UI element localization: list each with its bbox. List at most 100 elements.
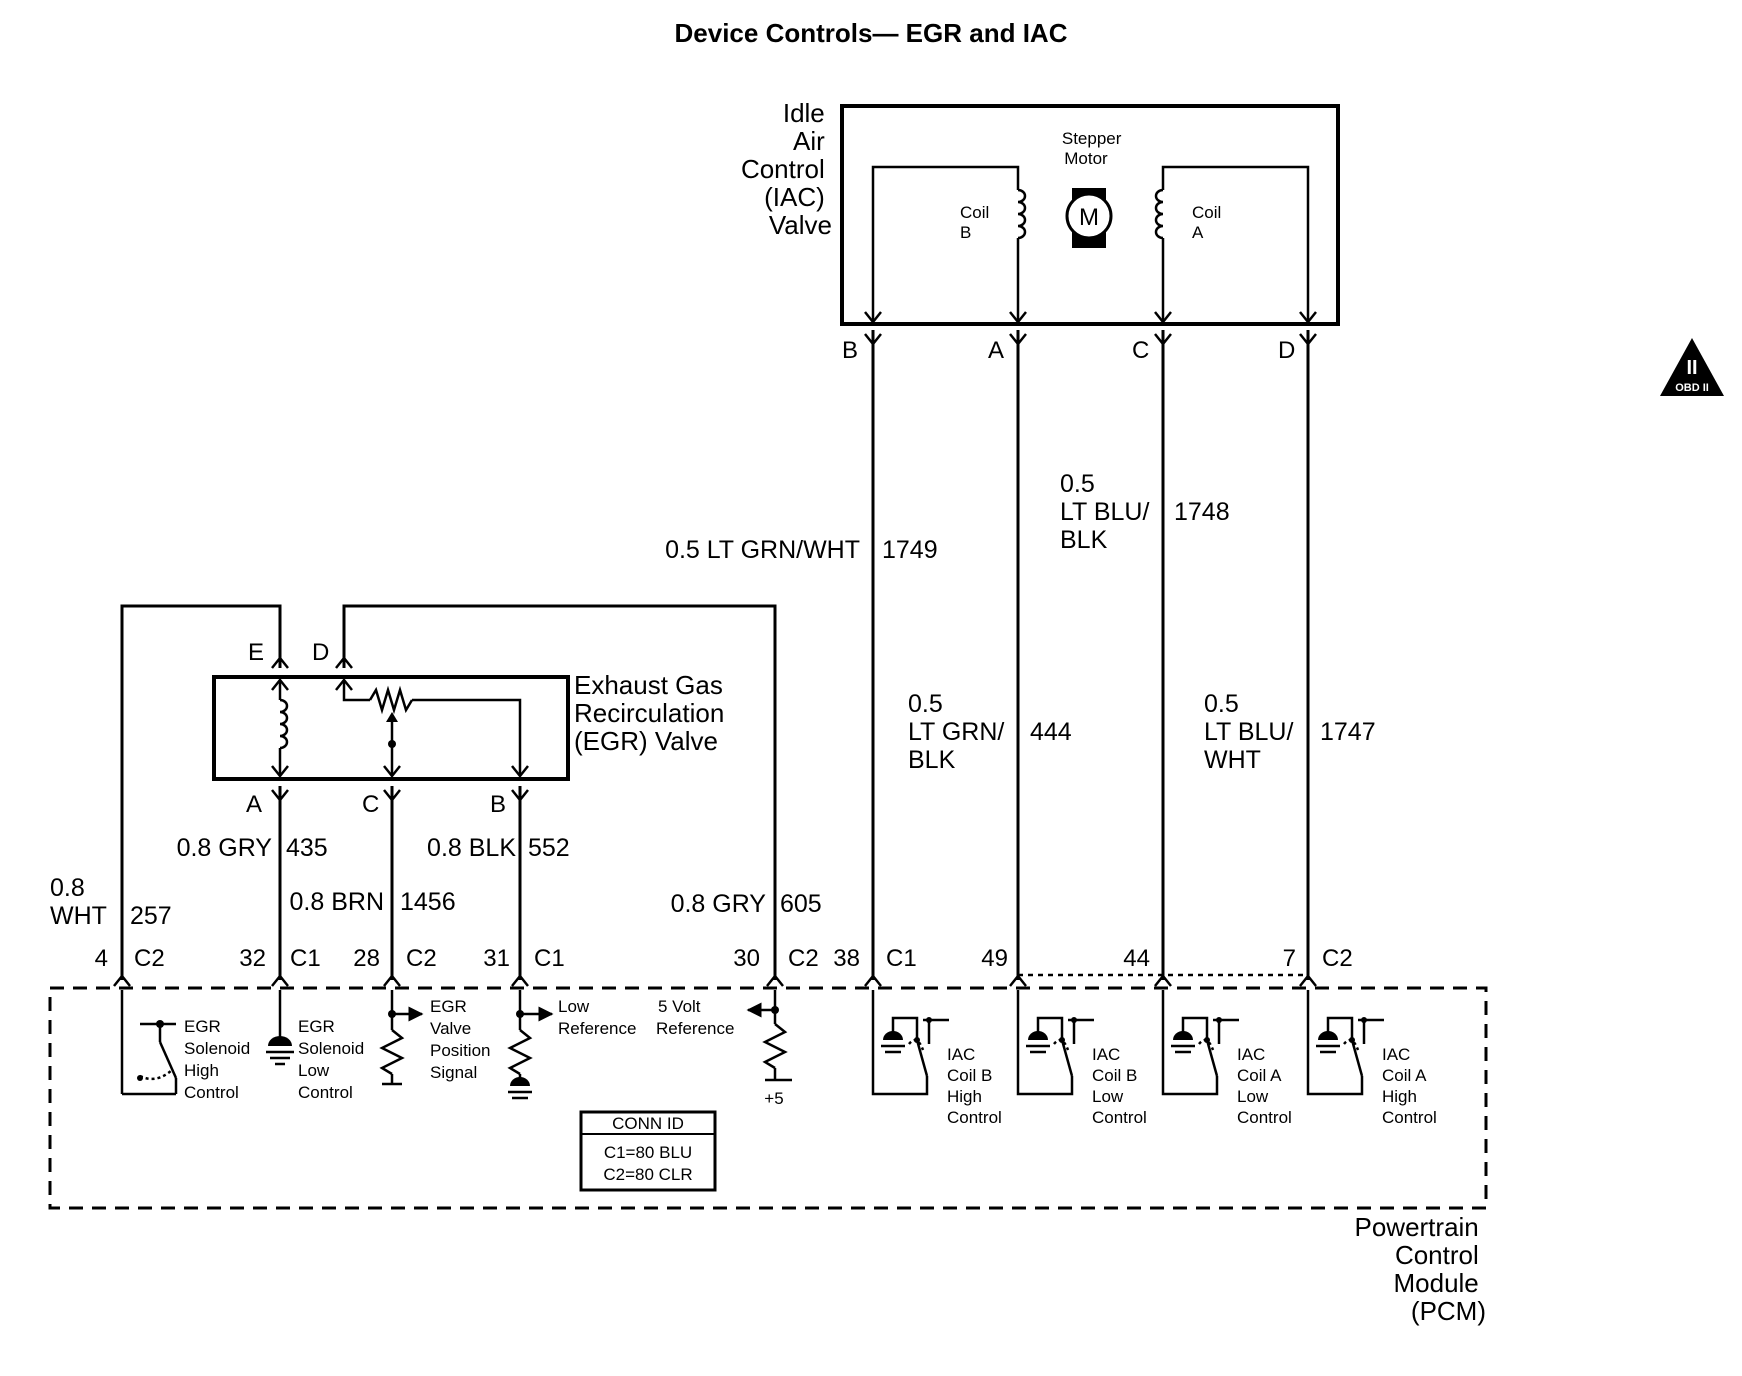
svg-text:44: 44 — [1123, 945, 1150, 972]
wire-435-color: 0.8 GRY — [177, 834, 273, 862]
iac-valve: Idle Air Control (IAC) Valve Stepper Mot… — [741, 98, 1340, 364]
iac-pin-c: C — [1132, 337, 1149, 364]
egr-position-input: EGR Valve Position Signal — [379, 990, 495, 1086]
wire-1749-color: 0.5 LT GRN/WHT — [665, 536, 860, 564]
wire-552-color: 0.8 BLK — [427, 834, 516, 862]
coil-b-winding — [1017, 188, 1027, 240]
low-reference: Low Reference — [507, 990, 636, 1100]
iac-pin-d: D — [1278, 337, 1295, 364]
low-reference-label: Low Reference — [558, 997, 636, 1038]
obd-ii-icon: II OBD II — [1660, 338, 1724, 396]
five-volt-resistor — [762, 1023, 788, 1070]
wire-1456-circuit: 1456 — [400, 888, 456, 916]
stepper-motor-label: Stepper Motor — [1062, 129, 1126, 168]
egr-high-driver: EGR Solenoid High Control — [120, 990, 255, 1102]
svg-text:C1: C1 — [290, 945, 321, 972]
egr-valve: Exhaust Gas Recirculation (EGR) Valve E … — [212, 639, 732, 818]
egr-position-sensor — [368, 685, 414, 715]
iac-wires — [864, 330, 1317, 980]
low-ref-resistor — [507, 1029, 533, 1076]
egr-pin-d: D — [312, 639, 329, 666]
five-volt-reference: 5 Volt Reference +5 — [656, 990, 792, 1108]
svg-text:II: II — [1686, 357, 1697, 379]
pcm-label: Powertrain Control Module (PCM) — [1354, 1212, 1486, 1326]
egr-solenoid-coil — [279, 698, 289, 750]
egr-pin-a: A — [246, 791, 262, 818]
svg-text:30: 30 — [733, 945, 760, 972]
svg-text:31: 31 — [483, 945, 510, 972]
egr-valve-box — [212, 675, 570, 781]
wire-552-circuit: 552 — [528, 834, 570, 862]
egr-pin-e: E — [248, 639, 264, 666]
svg-text:C2: C2 — [788, 945, 819, 972]
five-volt-label: 5 Volt Reference — [656, 997, 734, 1038]
svg-text:38: 38 — [833, 945, 860, 972]
conn-id-c1: C1=80 BLU — [604, 1143, 692, 1162]
iac-valve-label: Idle Air Control (IAC) Valve — [741, 98, 832, 240]
svg-text:28: 28 — [353, 945, 380, 972]
page-title: Device Controls— EGR and IAC — [675, 18, 1068, 48]
conn-id-header: CONN ID — [612, 1114, 684, 1133]
wire-605 — [342, 604, 777, 980]
svg-text:C2: C2 — [134, 945, 165, 972]
pullup-resistor — [379, 1029, 405, 1076]
wire-605-color: 0.8 GRY — [671, 890, 767, 918]
pcm-pin-row: 4 C2 32 C1 28 C2 31 C1 30 C2 38 C1 49 44… — [95, 945, 1353, 987]
egr-valve-label: Exhaust Gas Recirculation (EGR) Valve — [574, 670, 732, 756]
egr-pin-c: C — [362, 791, 379, 818]
coil-b-wire — [871, 165, 1020, 322]
ground-icon — [268, 1036, 292, 1046]
svg-text:49: 49 — [981, 945, 1008, 972]
ground-icon — [1318, 1031, 1338, 1040]
iac-valve-box — [840, 104, 1340, 326]
svg-text:C2: C2 — [1322, 945, 1353, 972]
svg-text:OBD II: OBD II — [1675, 382, 1709, 394]
conn-id-c2: C2=80 CLR — [603, 1165, 692, 1184]
egr-wires — [120, 604, 777, 980]
motor-symbol: M — [1079, 204, 1099, 231]
iac-pin-b: B — [842, 337, 858, 364]
svg-text:C1: C1 — [534, 945, 565, 972]
wire-605-circuit: 605 — [780, 890, 822, 918]
wire-1748-circuit: 1748 — [1174, 498, 1230, 526]
egr-low-label: EGR Solenoid Low Control — [298, 1017, 369, 1102]
egr-pin-b: B — [490, 791, 506, 818]
wire-1749-circuit: 1749 — [882, 536, 938, 564]
conn-id-table: CONN ID C1=80 BLU C2=80 CLR — [579, 1110, 717, 1192]
coil-a-winding — [1154, 188, 1164, 240]
svg-text:4: 4 — [95, 945, 108, 972]
svg-text:32: 32 — [239, 945, 266, 972]
ground-icon — [1173, 1031, 1193, 1040]
egr-position-label: EGR Valve Position Signal — [430, 997, 495, 1082]
ground-icon — [1028, 1031, 1048, 1040]
wire-257-circuit: 257 — [130, 902, 172, 930]
wire-435-circuit: 435 — [286, 834, 328, 862]
pcm-box — [48, 986, 1488, 1210]
wire-1747-circuit: 1747 — [1320, 718, 1376, 746]
plus5-label: +5 — [764, 1089, 783, 1108]
wire-444-circuit: 444 — [1030, 718, 1072, 746]
motor-icon — [1065, 192, 1113, 240]
ground-icon — [883, 1031, 903, 1040]
svg-text:C2: C2 — [406, 945, 437, 972]
svg-text:7: 7 — [1283, 945, 1296, 972]
egr-high-label: EGR Solenoid High Control — [184, 1017, 255, 1102]
ground-icon — [510, 1077, 530, 1086]
wire-1456-color: 0.8 BRN — [290, 888, 384, 916]
